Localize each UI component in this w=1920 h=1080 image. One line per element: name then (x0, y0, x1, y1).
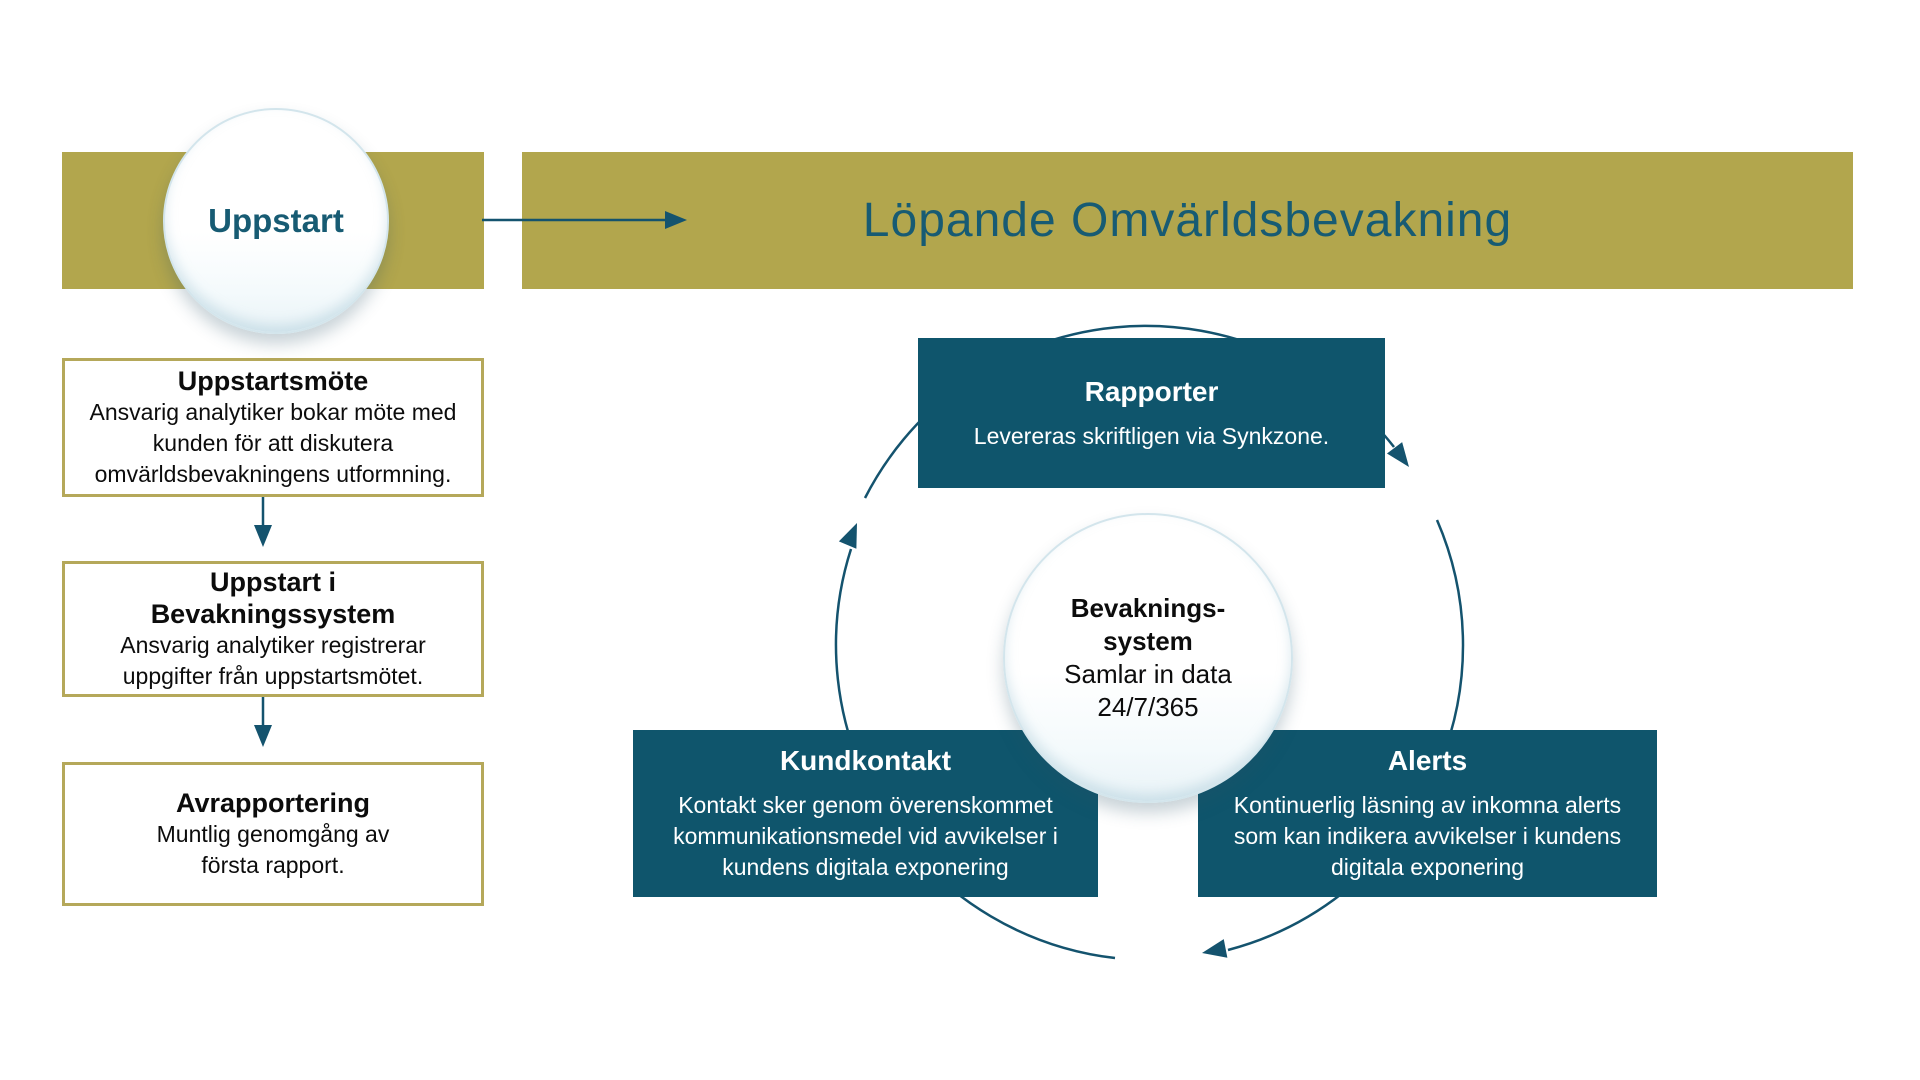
step-body: Ansvarig analytiker bokar möte med kunde… (89, 399, 457, 487)
node-title: Rapporter (1084, 375, 1219, 407)
right-arrowhead-icon (665, 211, 687, 229)
uppstart-circle: Uppstart (163, 108, 389, 334)
down-arrowhead-icon (254, 725, 272, 747)
cycle-arrowhead-right-icon (1386, 442, 1409, 467)
down-arrowhead-icon (254, 525, 272, 547)
main-banner: Löpande Omvärldsbevakning (522, 152, 1853, 289)
step-title: Uppstartsmöte (177, 366, 369, 396)
uppstart-circle-label: Uppstart (208, 202, 344, 239)
node-kundkontakt: Kundkontakt Kontakt sker genom överensko… (633, 730, 1098, 897)
step-title: Avrapportering (175, 788, 371, 818)
center-circle-body: Samlar in data 24/7/365 (1064, 659, 1232, 722)
main-banner-title: Löpande Omvärldsbevakning (862, 194, 1513, 247)
node-title: Kundkontakt (779, 745, 952, 776)
node-body: Levereras skriftligen via Synkzone. (973, 422, 1330, 449)
step-uppstart-i-bevakningssystem: Uppstart i Bevakningssystem Ansvarig ana… (62, 561, 484, 697)
step-body: Muntlig genomgång av första rapport. (156, 821, 390, 878)
node-title: Alerts (1387, 745, 1468, 776)
bevakningssystem-circle: Bevaknings- system Samlar in data 24/7/3… (1003, 513, 1293, 803)
node-rapporter: Rapporter Levereras skriftligen via Synk… (918, 338, 1385, 488)
step-body: Ansvarig analytiker registrerar uppgifte… (120, 632, 426, 689)
node-body: Kontinuerlig läsning av inkomna alerts s… (1233, 792, 1622, 880)
node-alerts: Alerts Kontinuerlig läsning av inkomna a… (1198, 730, 1657, 897)
step-uppstartsmote: Uppstartsmöte Ansvarig analytiker bokar … (62, 358, 484, 497)
node-body: Kontakt sker genom överenskommet kommuni… (673, 792, 1058, 880)
step-title: Uppstart i Bevakningssystem (150, 567, 396, 629)
step-avrapportering: Avrapportering Muntlig genomgång av förs… (62, 762, 484, 906)
center-circle-title: Bevaknings- system (1070, 593, 1226, 656)
cycle-arrowhead-left-icon (838, 523, 857, 549)
cycle-arrowhead-bottom-icon (1202, 939, 1228, 958)
